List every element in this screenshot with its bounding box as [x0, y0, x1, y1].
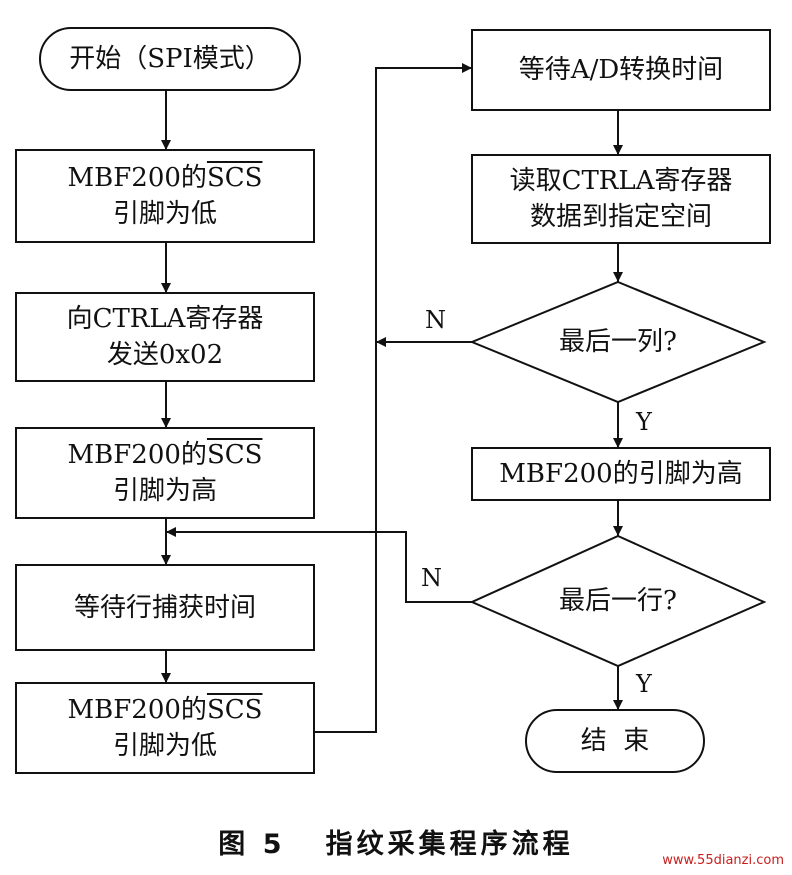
arrow-last-row-no [166, 527, 472, 603]
label-y-last-col: Y [636, 408, 652, 436]
watermark: www.55dianzi.com [662, 853, 784, 868]
wait-ad-text: 等待A/D转换时间 [472, 30, 770, 110]
end-text: 结 束 [526, 710, 704, 772]
scs-low-2-line2: 引脚为低 [112, 731, 217, 761]
scs-low-text-2: MBF200的SCS 引脚为低 [16, 683, 314, 773]
scs-high-line1: MBF200的SCS [68, 437, 263, 473]
read-data-line2: 数据到指定空间 [529, 202, 712, 232]
send-cmd-line1: 向CTRLA寄存器 [66, 304, 264, 334]
send-cmd-line2: 发送0x02 [106, 340, 224, 370]
send-cmd-text: 向CTRLA寄存器 发送0x02 [16, 293, 314, 381]
scs-low-line1: MBF200的SCS [68, 160, 263, 196]
scs-low-text-1: MBF200的SCS 引脚为低 [16, 150, 314, 242]
arrow-scs-low-to-wait-ad [314, 63, 472, 733]
read-data-text: 读取CTRLA寄存器 数据到指定空间 [472, 155, 770, 243]
end-label: 结 束 [580, 726, 650, 756]
wait-ad-box [471, 29, 771, 111]
scs-signal: SCS [206, 695, 263, 725]
scs-signal: SCS [206, 440, 263, 470]
end-terminal [525, 709, 705, 773]
wait-ad-label: 等待A/D转换时间 [518, 55, 724, 85]
start-label: 开始（SPI模式） [69, 44, 271, 74]
start-terminal [39, 27, 301, 91]
pin-high-text: MBF200的引脚为高 [472, 448, 770, 500]
scs-low-2-prefix: MBF200的 [67, 695, 207, 725]
last-row-text: 最后一行? [472, 536, 764, 666]
scs-low-prefix: MBF200的 [67, 163, 207, 193]
figure-caption: 图 5 指纹采集程序流程 [218, 829, 574, 860]
label-n-last-row: N [421, 564, 442, 592]
wait-row-label: 等待行捕获时间 [73, 592, 256, 623]
pin-high-box [471, 447, 771, 501]
last-col-label: 最后一列? [559, 327, 677, 357]
scs-low-2-line1: MBF200的SCS [68, 692, 263, 728]
wait-row-text: 等待行捕获时间 [16, 565, 314, 650]
read-data-box [471, 154, 771, 244]
pin-high-label: MBF200的引脚为高 [499, 459, 743, 489]
scs-high-line2: 引脚为高 [112, 476, 217, 506]
read-data-line1: 读取CTRLA寄存器 [509, 166, 733, 196]
scs-high-prefix: MBF200的 [67, 440, 207, 470]
scs-low-line2: 引脚为低 [112, 199, 217, 229]
label-y-last-row: Y [636, 670, 652, 698]
start-text: 开始（SPI模式） [40, 28, 300, 90]
last-row-label: 最后一行? [559, 586, 677, 616]
last-col-text: 最后一列? [472, 282, 764, 402]
label-n-last-col: N [425, 306, 446, 334]
scs-high-text: MBF200的SCS 引脚为高 [16, 428, 314, 518]
scs-signal: SCS [206, 163, 263, 193]
